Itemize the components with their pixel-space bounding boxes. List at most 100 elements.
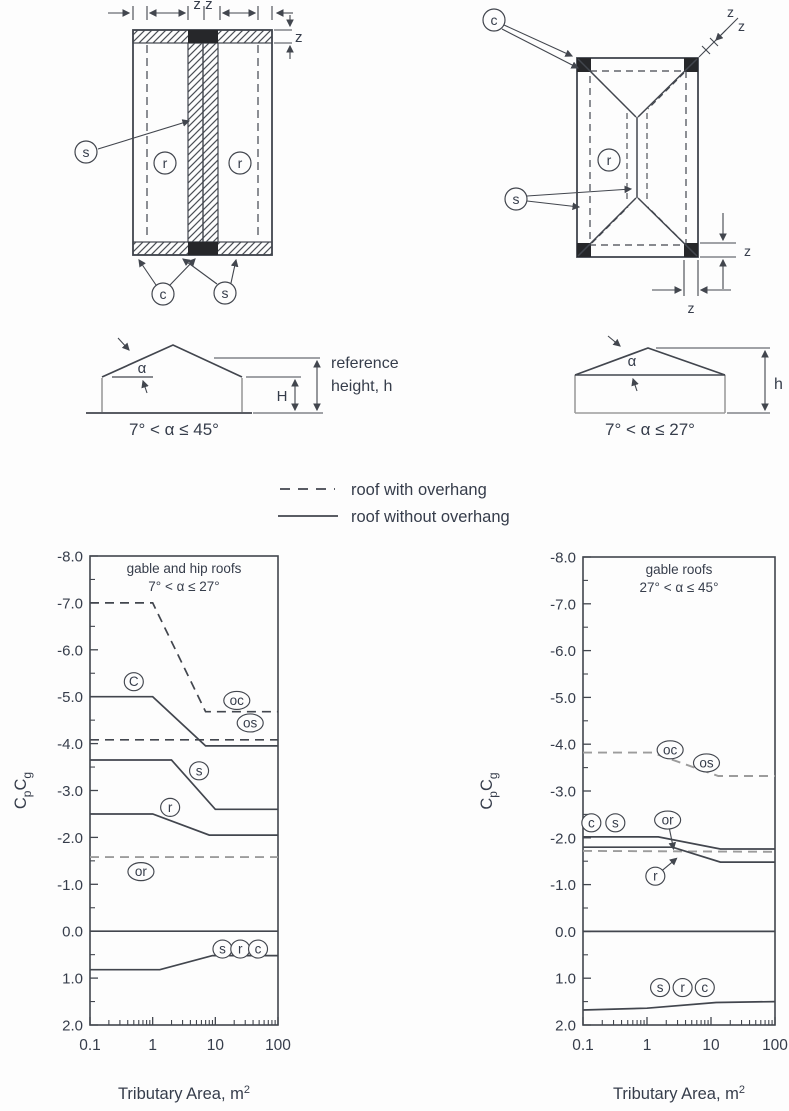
- pointer-arrow: [631, 377, 639, 392]
- series-cs: [583, 836, 775, 850]
- hip-strip-dashed: [647, 206, 685, 244]
- legend-dashed-label: roof with overhang: [351, 481, 487, 499]
- pointer-arrow: [526, 200, 581, 211]
- roof-profile: [574, 347, 726, 376]
- series-label-or: or: [662, 813, 675, 828]
- label-circle: [74, 140, 98, 164]
- plot-border: [89, 555, 279, 1026]
- x-tick-label: 1: [643, 1037, 652, 1054]
- y-tick-label: -6.0: [550, 643, 576, 660]
- hip-strip-dashed: [591, 72, 629, 110]
- series-label-c: c: [588, 815, 595, 830]
- x-tick-label: 10: [207, 1037, 225, 1054]
- label-circle: [654, 810, 682, 830]
- chart-gable-hip-low-slope: -8.0-7.0-6.0-5.0-4.0-3.0-2.0-1.00.01.02.…: [12, 549, 291, 1104]
- label-circle: [605, 813, 626, 833]
- right-z-dimension: [274, 29, 294, 59]
- corner-zone-top: [188, 30, 218, 43]
- bottom-z-dimension: [652, 213, 736, 296]
- label-circle: [645, 866, 666, 886]
- y-tick-label: -5.0: [57, 689, 83, 706]
- x-tick-label: 10: [702, 1037, 720, 1054]
- dim-label-z: z: [688, 300, 695, 316]
- y-tick-label: -8.0: [550, 550, 576, 567]
- label-circle: [597, 148, 621, 172]
- series-src: [90, 954, 278, 971]
- dim-arrow: [715, 29, 727, 41]
- hip-strip-dashed: [591, 206, 629, 244]
- chart-title-line: 27° < α ≤ 45°: [640, 580, 719, 595]
- dim-label-z: z: [738, 18, 745, 34]
- y-tick-label: -1.0: [57, 877, 83, 894]
- series-label-os: os: [243, 715, 258, 730]
- y-tick-label: -2.0: [550, 830, 576, 847]
- y-tick-label: -7.0: [57, 595, 83, 612]
- top-dimension-row: [108, 6, 294, 28]
- hip-roof-plan: c r s z z z z: [482, 4, 751, 316]
- pointer-arrow: [526, 185, 633, 197]
- y-tick-label: -7.0: [550, 596, 576, 613]
- y-tick-label: -5.0: [550, 690, 576, 707]
- series-label-s: s: [196, 763, 203, 778]
- series-label-r: r: [653, 869, 658, 884]
- label-circle: [649, 977, 671, 998]
- label-circle: [123, 672, 144, 692]
- gable-roof-plan: z z z s r r c s: [74, 0, 303, 306]
- x-tick-label: 1: [148, 1037, 157, 1054]
- pointer-arrow: [97, 119, 191, 150]
- zone-label-c: c: [491, 12, 498, 28]
- label-circle: [228, 151, 252, 175]
- slope-range-caption: 7° < α ≤ 27°: [605, 420, 695, 439]
- label-circle: [213, 281, 237, 305]
- hip-strip-dashed: [647, 72, 685, 110]
- chart-gable-steep-slope: -8.0-7.0-6.0-5.0-4.0-3.0-2.0-1.00.01.02.…: [478, 550, 788, 1104]
- label-circle: [127, 862, 155, 882]
- label-circle: [504, 187, 528, 211]
- gable-elevation: α H reference height, h 7° < α ≤ 45°: [86, 337, 399, 439]
- pointer-arrow: [230, 258, 239, 284]
- chart-title-line: gable and hip roofs: [127, 561, 242, 576]
- slope-range-caption: 7° < α ≤ 45°: [129, 420, 219, 439]
- series-label-s: s: [657, 980, 664, 995]
- roof-outline: [576, 57, 699, 258]
- chart-title-line: gable roofs: [646, 562, 713, 577]
- height-label: h: [774, 376, 783, 393]
- label-circle: [482, 8, 506, 32]
- y-tick-label: 1.0: [62, 971, 83, 988]
- series-or: [582, 849, 776, 853]
- series-label-or: or: [135, 864, 148, 879]
- y-axis-label: CpCg: [12, 772, 34, 809]
- series-label-c: c: [255, 942, 262, 957]
- label-circle: [581, 813, 602, 833]
- line-legend: roof with overhang roof without overhang: [278, 481, 510, 526]
- series-label-c: c: [701, 980, 708, 995]
- series-oc: [90, 602, 278, 713]
- x-axis-label: Tributary Area, m2: [118, 1084, 250, 1103]
- roof-profile: [101, 344, 243, 378]
- x-tick-label: 0.1: [572, 1037, 594, 1054]
- series-s: [90, 759, 278, 811]
- ref-height-line1: reference: [331, 355, 399, 372]
- zone-label-s-edge: s: [222, 285, 229, 301]
- pointer-arrow: [138, 259, 157, 286]
- y-tick-label: -3.0: [550, 784, 576, 801]
- x-tick-label: 100: [762, 1037, 788, 1054]
- series-label-r: r: [238, 942, 243, 957]
- y-tick-label: 2.0: [62, 1018, 83, 1035]
- label-circle: [694, 977, 715, 998]
- series-label-s: s: [219, 942, 226, 957]
- series-ocos: [583, 751, 775, 777]
- series-label-oc: oc: [230, 693, 245, 708]
- label-circle: [188, 761, 210, 781]
- dim-label-z: z: [295, 29, 303, 46]
- pointer-arrow: [501, 28, 580, 69]
- series-r: [583, 846, 775, 863]
- y-axis-label: CpCg: [478, 772, 500, 809]
- series-label-os: os: [699, 755, 714, 770]
- label-circle: [692, 753, 721, 773]
- x-tick-label: 100: [265, 1037, 291, 1054]
- series-r: [90, 813, 278, 836]
- zone-label-r-right: r: [238, 155, 243, 171]
- y-tick-label: 0.0: [555, 924, 576, 941]
